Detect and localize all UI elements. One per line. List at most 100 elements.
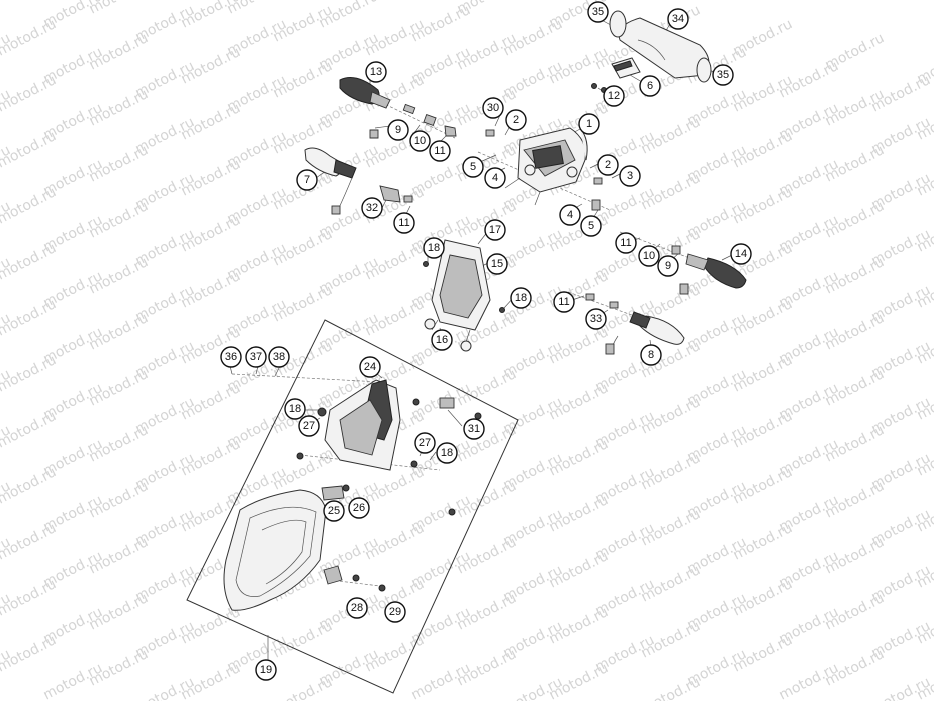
callout-circle bbox=[387, 119, 409, 141]
callout-11: 11 bbox=[393, 212, 415, 234]
callout-5: 5 bbox=[462, 156, 484, 178]
callout-circle bbox=[559, 204, 581, 226]
callout-number: 8 bbox=[648, 349, 654, 361]
callout-number: 15 bbox=[491, 258, 503, 270]
callout-11: 11 bbox=[553, 291, 575, 313]
callout-circle bbox=[429, 140, 451, 162]
callout-circle bbox=[484, 167, 506, 189]
axis-line bbox=[567, 291, 641, 319]
callout-30: 30 bbox=[482, 97, 504, 119]
callout-27: 27 bbox=[414, 432, 436, 454]
callout-circle bbox=[323, 500, 345, 522]
callout-number: 17 bbox=[489, 224, 501, 236]
callout-circle bbox=[486, 253, 508, 275]
callout-number: 5 bbox=[588, 220, 594, 232]
callout-18: 18 bbox=[436, 442, 458, 464]
callout-circle bbox=[657, 255, 679, 277]
callout-circle bbox=[409, 130, 431, 152]
callout-36: 36 bbox=[220, 346, 242, 368]
callout-2: 2 bbox=[597, 154, 619, 176]
headlight-group-frame bbox=[186, 319, 519, 694]
callout-6: 6 bbox=[639, 75, 661, 97]
watermark-text: motod.ru bbox=[0, 0, 59, 4]
callout-11: 11 bbox=[615, 232, 637, 254]
callout-38: 38 bbox=[268, 346, 290, 368]
callout-8: 8 bbox=[640, 344, 662, 366]
callout-34: 34 bbox=[667, 8, 689, 30]
callout-number: 33 bbox=[590, 313, 602, 325]
headlight-unit bbox=[223, 484, 386, 611]
watermark-text: motod.ru bbox=[639, 674, 703, 701]
callout-number: 24 bbox=[364, 361, 376, 373]
callout-15: 15 bbox=[486, 253, 508, 275]
callout-circle bbox=[587, 1, 609, 23]
small-fasteners bbox=[369, 103, 457, 139]
callout-circle bbox=[436, 442, 458, 464]
callout-3: 3 bbox=[619, 165, 641, 187]
callout-number: 11 bbox=[558, 296, 569, 308]
headlight-inner-bracket bbox=[296, 379, 482, 516]
callout-14: 14 bbox=[730, 243, 752, 265]
callout-circle bbox=[615, 232, 637, 254]
callout-number: 27 bbox=[419, 437, 431, 449]
callout-number: 19 bbox=[260, 664, 272, 676]
callout-number: 18 bbox=[441, 447, 453, 459]
callout-number: 10 bbox=[643, 250, 655, 262]
callout-1: 1 bbox=[578, 113, 600, 135]
callout-16: 16 bbox=[431, 329, 453, 351]
callout-circle bbox=[603, 85, 625, 107]
callout-number: 30 bbox=[487, 102, 499, 114]
callout-26: 26 bbox=[348, 497, 370, 519]
callout-10: 10 bbox=[409, 130, 431, 152]
callout-circle bbox=[597, 154, 619, 176]
callout-37: 37 bbox=[245, 346, 267, 368]
callout-number: 28 bbox=[351, 602, 363, 614]
callout-circle bbox=[384, 601, 406, 623]
callout-circle bbox=[638, 245, 660, 267]
callout-circle bbox=[296, 169, 318, 191]
callout-18: 18 bbox=[510, 287, 532, 309]
callout-number: 2 bbox=[513, 114, 519, 126]
watermark-text: motod.ru bbox=[271, 674, 335, 701]
callout-circle bbox=[431, 329, 453, 351]
callout-number: 9 bbox=[665, 260, 671, 272]
callout-circle bbox=[423, 237, 445, 259]
callout-number: 12 bbox=[608, 90, 620, 102]
callout-number: 10 bbox=[414, 135, 426, 147]
callout-13: 13 bbox=[365, 61, 387, 83]
callout-number: 32 bbox=[366, 202, 378, 214]
axis-line bbox=[619, 231, 701, 263]
callout-number: 9 bbox=[395, 124, 401, 136]
callout-circle bbox=[667, 8, 689, 30]
callout-31: 31 bbox=[463, 418, 485, 440]
callout-circle bbox=[346, 597, 368, 619]
callout-circle bbox=[255, 659, 277, 681]
callout-circle bbox=[510, 287, 532, 309]
horn-assembly bbox=[609, 10, 712, 83]
callout-18: 18 bbox=[284, 398, 306, 420]
callout-2: 2 bbox=[505, 109, 527, 131]
callout-29: 29 bbox=[384, 601, 406, 623]
callout-circle bbox=[245, 346, 267, 368]
callout-number: 5 bbox=[470, 161, 476, 173]
callout-circle bbox=[268, 346, 290, 368]
callout-circle bbox=[298, 415, 320, 437]
callout-number: 38 bbox=[273, 351, 285, 363]
callout-circle bbox=[348, 497, 370, 519]
callout-number: 27 bbox=[303, 420, 315, 432]
callout-circle bbox=[361, 197, 383, 219]
callout-number: 18 bbox=[289, 403, 301, 415]
callout-35: 35 bbox=[712, 64, 734, 86]
turn-signal-rear-left bbox=[304, 147, 357, 215]
callout-circle bbox=[730, 243, 752, 265]
callout-number: 37 bbox=[250, 351, 262, 363]
callout-number: 11 bbox=[398, 217, 409, 229]
callout-number: 3 bbox=[627, 170, 633, 182]
callout-circle bbox=[640, 344, 662, 366]
callout-circle bbox=[284, 398, 306, 420]
callout-5: 5 bbox=[580, 215, 602, 237]
callout-number: 11 bbox=[434, 145, 445, 157]
callout-33: 33 bbox=[585, 308, 607, 330]
